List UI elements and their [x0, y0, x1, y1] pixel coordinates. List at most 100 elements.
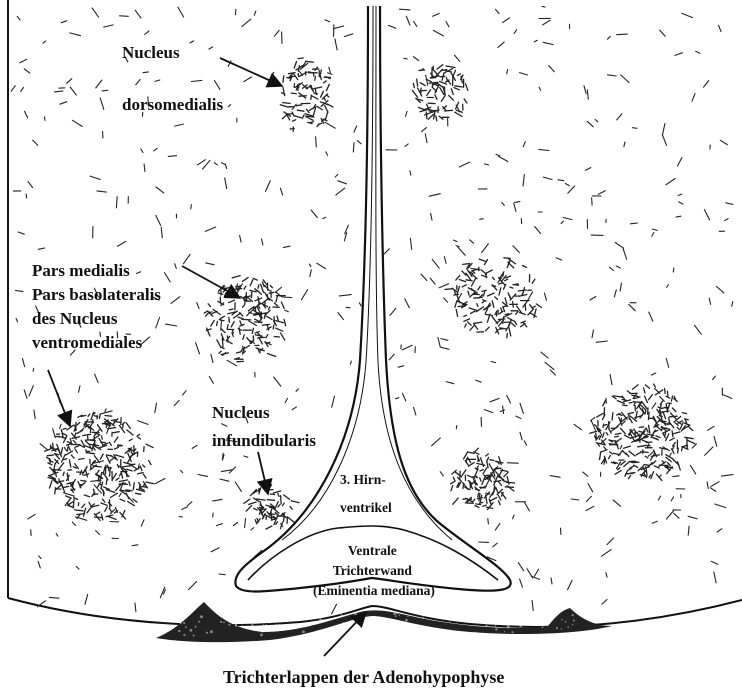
cell-mark [405, 299, 410, 308]
cell-mark [100, 454, 103, 459]
cell-mark [574, 424, 582, 430]
cell-mark [102, 499, 105, 502]
cell-mark [670, 438, 675, 440]
cell-mark [338, 181, 347, 184]
cell-mark [601, 450, 608, 452]
cell-mark [543, 177, 552, 179]
cell-mark [75, 449, 78, 453]
cell-mark [332, 396, 335, 407]
cell-mark [610, 375, 612, 385]
cell-mark [584, 86, 586, 94]
cell-mark [704, 210, 709, 220]
cell-mark [156, 318, 160, 329]
cell-mark [28, 182, 32, 188]
cell-mark [208, 304, 210, 307]
cell-mark [505, 298, 507, 304]
cell-mark [234, 523, 238, 526]
cell-mark [479, 493, 480, 500]
cell-mark [178, 7, 184, 17]
cell-mark [505, 279, 508, 280]
cell-mark [440, 472, 443, 476]
band-dot [180, 622, 182, 624]
band-dot [304, 626, 305, 627]
band-dot [301, 618, 303, 620]
cell-mark [39, 556, 41, 559]
cell-mark [281, 302, 284, 308]
band-dot [319, 619, 322, 622]
cell-mark [470, 326, 474, 330]
band-dot [383, 617, 385, 619]
cell-mark [463, 483, 464, 488]
cell-mark [291, 93, 296, 94]
cell-mark [246, 346, 250, 348]
cell-mark [86, 441, 90, 445]
cell-mark [16, 319, 18, 322]
cell-mark [520, 403, 523, 413]
cell-mark [679, 202, 683, 204]
cell-mark [106, 455, 110, 463]
band-dot [351, 620, 353, 622]
cell-mark [430, 278, 435, 284]
cell-mark [472, 278, 476, 286]
cell-mark [671, 396, 672, 401]
cell-mark [652, 521, 657, 523]
cell-mark [469, 452, 474, 453]
cell-mark [277, 316, 278, 320]
cell-mark [129, 449, 130, 452]
cell-mark [606, 573, 607, 578]
cell-mark [420, 83, 425, 86]
cell-mark [204, 311, 208, 313]
cell-mark [70, 33, 81, 36]
cell-mark [138, 421, 148, 425]
cell-mark [652, 229, 657, 230]
cell-mark [181, 470, 183, 472]
cell-mark [532, 306, 535, 308]
cell-mark [715, 504, 726, 508]
band-dot [389, 631, 392, 634]
cell-mark [614, 290, 616, 297]
cell-mark [597, 413, 603, 417]
cell-mark [464, 99, 467, 103]
cell-mark [721, 475, 733, 477]
cell-mark [636, 452, 641, 455]
cell-mark [258, 285, 259, 289]
cell-mark [628, 413, 634, 414]
cell-mark [283, 76, 284, 82]
cell-mark [711, 482, 719, 487]
cell-mark [276, 328, 283, 331]
cell-mark [678, 194, 682, 195]
cell-mark [455, 86, 462, 87]
cell-mark [639, 427, 644, 428]
cell-mark [292, 112, 294, 116]
cell-mark [483, 292, 484, 296]
cell-mark [61, 21, 66, 23]
cell-mark [714, 572, 716, 583]
cell-mark [470, 240, 474, 243]
cell-mark [306, 61, 314, 62]
cell-mark [550, 370, 555, 375]
cell-mark [205, 227, 215, 231]
cell-mark [624, 462, 629, 466]
cell-mark [143, 474, 146, 478]
cell-mark [154, 148, 157, 151]
cell-mark [445, 289, 452, 290]
cell-mark [155, 403, 157, 413]
cell-mark [623, 248, 627, 259]
cell-mark [539, 87, 541, 90]
cell-mark [687, 440, 695, 444]
cell-mark [33, 140, 38, 145]
cell-mark [75, 510, 78, 511]
cell-mark [64, 436, 67, 443]
cell-mark [135, 10, 141, 18]
cell-mark [320, 74, 321, 79]
cell-mark [688, 426, 693, 430]
cell-mark [486, 327, 490, 331]
band-dot [340, 614, 342, 616]
cell-mark [140, 466, 142, 470]
cell-mark [251, 292, 252, 298]
cell-mark [55, 91, 63, 92]
cell-mark [446, 22, 449, 27]
cell-mark [63, 472, 64, 475]
cell-mark [344, 34, 353, 37]
